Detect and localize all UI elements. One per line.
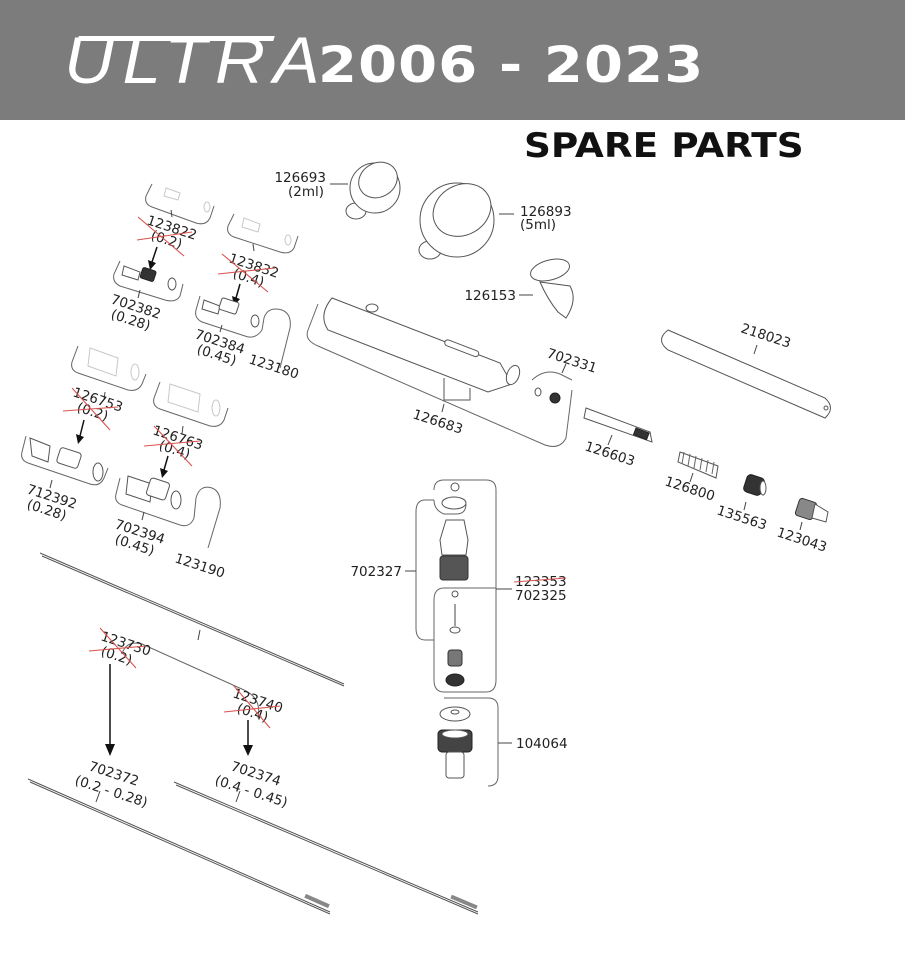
label-135563: 135563 <box>715 503 769 534</box>
strike-123730 <box>88 627 147 669</box>
arrow-head <box>148 260 156 270</box>
cap-old-04-part <box>153 381 229 435</box>
nozzle-045-part[interactable] <box>195 295 291 369</box>
label-126153: 126153 <box>464 288 516 304</box>
arrow-123832-to-702384 <box>235 283 241 299</box>
nozzle-old-02-part <box>145 183 215 225</box>
airbrush-body-part[interactable] <box>306 297 573 447</box>
valve-part[interactable] <box>405 479 512 693</box>
arrow-123822-to-702382 <box>151 246 158 263</box>
nozzle-028-part[interactable] <box>113 260 184 302</box>
strike-126763 <box>143 425 201 467</box>
label-702327: 702327 <box>350 564 402 580</box>
arrow-head <box>160 468 168 478</box>
needle-guide-part[interactable] <box>531 363 573 404</box>
label-126683: 126683 <box>411 407 465 438</box>
hose-connector-part[interactable] <box>437 697 512 787</box>
strike-123740 <box>223 685 281 729</box>
needle-702374-part[interactable] <box>173 781 479 915</box>
label-126693-desc: (2ml) <box>288 184 324 200</box>
label-123180: 123180 <box>247 352 301 383</box>
arrow-head <box>76 434 84 444</box>
label-126893-desc: (5ml) <box>520 217 556 233</box>
needle-tube-part[interactable] <box>583 407 653 446</box>
label-126693: 126693 <box>274 170 326 186</box>
label-126893: 126893 <box>520 204 572 220</box>
trigger-part[interactable] <box>519 255 574 319</box>
label-702325: 702325 <box>515 588 567 604</box>
page-title: SPARE PARTS <box>524 126 804 166</box>
label-126603: 126603 <box>583 439 637 470</box>
needle-old-part <box>39 552 345 719</box>
strike-123832 <box>217 253 276 293</box>
handle-part[interactable] <box>661 329 831 419</box>
needle-chucking-nut-part[interactable] <box>743 474 767 511</box>
header-banner: ULTRA 2006 - 2023 <box>0 0 905 120</box>
strike-126753 <box>62 387 119 431</box>
cap-045-part[interactable] <box>115 475 221 549</box>
label-123190: 123190 <box>173 551 227 582</box>
nozzle-old-04-part <box>227 213 299 254</box>
arrow-126763-to-702394 <box>163 455 169 471</box>
cup-2ml-part[interactable] <box>330 155 404 220</box>
cap-028-part[interactable] <box>21 435 109 489</box>
arrow-head <box>243 745 253 756</box>
spring-part[interactable] <box>677 451 719 483</box>
strike-123822 <box>136 216 193 257</box>
needle-702372-part[interactable] <box>27 778 331 915</box>
arrow-126753-to-712392 <box>79 419 85 437</box>
cap-old-02-part <box>71 345 147 401</box>
label-123353: 123353 <box>515 574 567 590</box>
label-218023: 218023 <box>739 321 793 352</box>
label-123043: 123043 <box>775 525 829 556</box>
brand-logo: ULTRA <box>64 23 329 97</box>
arrow-head <box>105 744 115 756</box>
label-126800: 126800 <box>663 474 717 505</box>
label-104064: 104064 <box>516 736 568 752</box>
strike-123353 <box>513 577 567 583</box>
model-years: 2006 - 2023 <box>318 36 705 94</box>
spring-guide-part[interactable] <box>794 497 829 531</box>
cup-5ml-part[interactable] <box>418 173 514 260</box>
